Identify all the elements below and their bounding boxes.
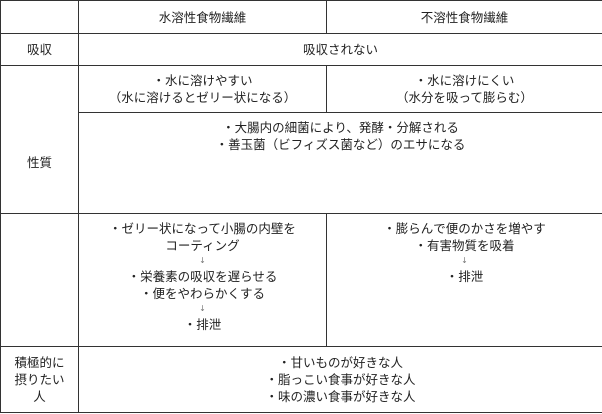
text-line: 摂りたい [14, 372, 65, 387]
arrow-down-icon: ↓ [461, 256, 468, 265]
text-line: ・排泄 [183, 317, 222, 332]
properties-soluble: ・水に溶けやすい （水に溶けるとゼリー状になる） [78, 65, 327, 113]
properties-shared-row: ・大腸内の細菌により、発酵・分解される ・善玉菌（ビフィズス菌など）のエサになる [1, 112, 602, 214]
text-line: 人 [33, 389, 46, 404]
text-line: ・大腸内の細菌により、発酵・分解される [222, 120, 459, 135]
header-soluble: 水溶性食物繊維 [78, 0, 327, 34]
arrow-down-icon: ↓ [199, 304, 206, 313]
text-line: ・善玉菌（ビフィズス菌など）のエサになる [215, 137, 466, 152]
properties-insoluble: ・水に溶けにくい （水分を吸って膨らむ） [326, 65, 602, 113]
text-line: ・脂っこい食事が好きな人 [265, 372, 416, 387]
text-line: ・便をやわらかくする [139, 286, 265, 301]
text-line: ・有害物質を吸着 [414, 238, 515, 253]
text-line: ・水に溶けやすい [152, 73, 253, 88]
effects-soluble: ・ゼリー状になって小腸の内壁を コーティング ↓ ・栄養素の吸収を遅らせる ・便… [78, 213, 327, 347]
recommended-value: ・甘いものが好きな人 ・脂っこい食事が好きな人 ・味の濃い食事が好きな人 [78, 346, 602, 413]
absorption-row: 吸収 吸収されない [0, 33, 602, 66]
header-empty [0, 0, 79, 34]
text-line: ・ゼリー状になって小腸の内壁を [109, 221, 296, 236]
text-line: ・排泄 [445, 269, 484, 284]
absorption-value: 吸収されない [78, 33, 602, 66]
text-line: コーティング [165, 238, 240, 253]
text-line: （水分を吸って膨らむ） [396, 90, 533, 105]
properties-shared: ・大腸内の細菌により、発酵・分解される ・善玉菌（ビフィズス菌など）のエサになる [78, 112, 602, 214]
text-line: ・栄養素の吸収を遅らせる [127, 269, 278, 284]
properties-row: 性質 ・水に溶けやすい （水に溶けるとゼリー状になる） ・水に溶けにくい （水分… [0, 65, 602, 214]
text-line: ・甘いものが好きな人 [277, 355, 403, 370]
recommended-label: 積極的に 摂りたい 人 [0, 346, 79, 413]
arrow-down-icon: ↓ [199, 256, 206, 265]
effects-row: ・ゼリー状になって小腸の内壁を コーティング ↓ ・栄養素の吸収を遅らせる ・便… [0, 213, 602, 347]
text-line: （水に溶けるとゼリー状になる） [108, 90, 297, 105]
absorption-label: 吸収 [0, 33, 79, 66]
text-line: ・水に溶けにくい [414, 73, 515, 88]
header-row: 水溶性食物繊維 不溶性食物繊維 [0, 0, 602, 34]
text-line: ・膨らんで便のかさを増やす [383, 221, 546, 236]
text-line: 積極的に [14, 355, 65, 370]
recommended-row: 積極的に 摂りたい 人 ・甘いものが好きな人 ・脂っこい食事が好きな人 ・味の濃… [0, 346, 602, 413]
effects-insoluble: ・膨らんで便のかさを増やす ・有害物質を吸着 ↓ ・排泄 [326, 213, 602, 347]
properties-label: 性質 [0, 65, 79, 214]
effects-label [0, 213, 79, 347]
text-line: ・味の濃い食事が好きな人 [265, 389, 416, 404]
header-insoluble: 不溶性食物繊維 [326, 0, 602, 34]
